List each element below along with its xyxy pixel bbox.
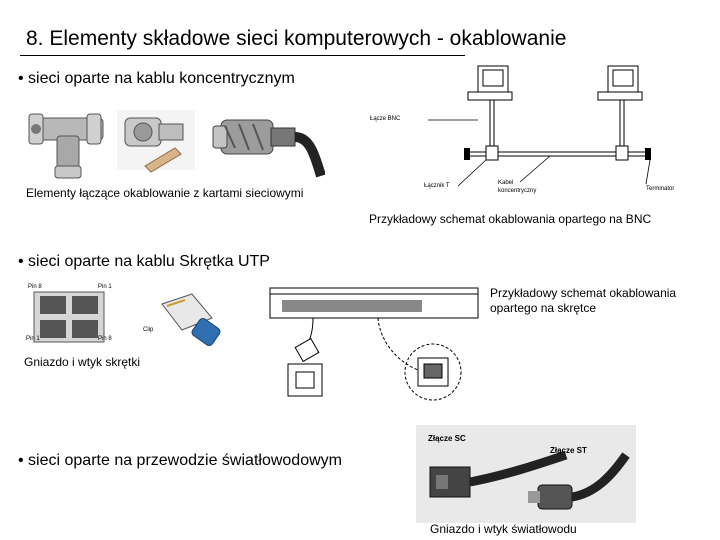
label-pin8-bottom: Pin 8 (98, 336, 112, 342)
bnc-crimp-connector-image (117, 110, 195, 173)
bnc-plug-image (212, 119, 326, 178)
caption-fiber: Gniazdo i wtyk światłowodu (430, 522, 577, 536)
label-cable-line2: koncentryczny (498, 188, 537, 194)
rj45-socket-image (33, 291, 105, 343)
label-sc-connector: Złącze SC (428, 434, 466, 443)
bnc-t-connector-image (28, 113, 104, 179)
rj45-socket-plug-photo (22, 282, 227, 352)
label-cable-line1: Kabel (498, 180, 514, 186)
label-pin8-top: Pin 8 (28, 284, 42, 290)
label-terminator: Terminator (646, 186, 675, 192)
st-connector-image (528, 452, 630, 510)
fiber-connectors-photo (416, 425, 636, 523)
caption-utp-socket: Gniazdo i wtyk skrętki (24, 355, 141, 369)
rj45-plug-icon (294, 337, 320, 363)
network-switch-image (269, 287, 479, 319)
computer-icon (597, 65, 643, 101)
coax-connectors-photo (25, 96, 326, 188)
computer-icon (467, 65, 513, 101)
wall-socket-icon (404, 343, 462, 401)
wall-socket-icon (287, 363, 323, 397)
label-pin1-bottom: Pin 1 (26, 336, 40, 342)
label-clip: Clip (143, 327, 154, 333)
caption-utp-schema-line2: opartego na skrętce (490, 301, 597, 315)
utp-switch-diagram (268, 272, 488, 402)
bullet-coax: • sieci oparte na kablu koncentrycznym (18, 70, 295, 87)
caption-bnc-schema: Przykładowy schemat okablowania opartego… (369, 212, 652, 226)
label-bnc-connector: Łącze BNC (370, 116, 401, 122)
label-st-connector: Złącze ST (550, 446, 587, 455)
title-underline (20, 55, 465, 56)
caption-connectors: Elementy łączące okablowanie z kartami s… (26, 186, 304, 200)
sc-connector-image (429, 450, 568, 498)
bnc-network-diagram (360, 58, 710, 208)
bullet-utp: • sieci oparte na kablu Skrętka UTP (18, 253, 270, 270)
rj45-plug-image (161, 293, 221, 347)
bullet-fiber: • sieci oparte na przewodzie światłowodo… (18, 452, 342, 469)
label-t-connector: Łącznik T (424, 183, 450, 189)
label-pin1-top: Pin 1 (98, 284, 112, 290)
slide-title: 8. Elementy składowe sieci komputerowych… (26, 27, 567, 50)
caption-utp-schema-line1: Przykładowy schemat okablowania (490, 286, 677, 300)
